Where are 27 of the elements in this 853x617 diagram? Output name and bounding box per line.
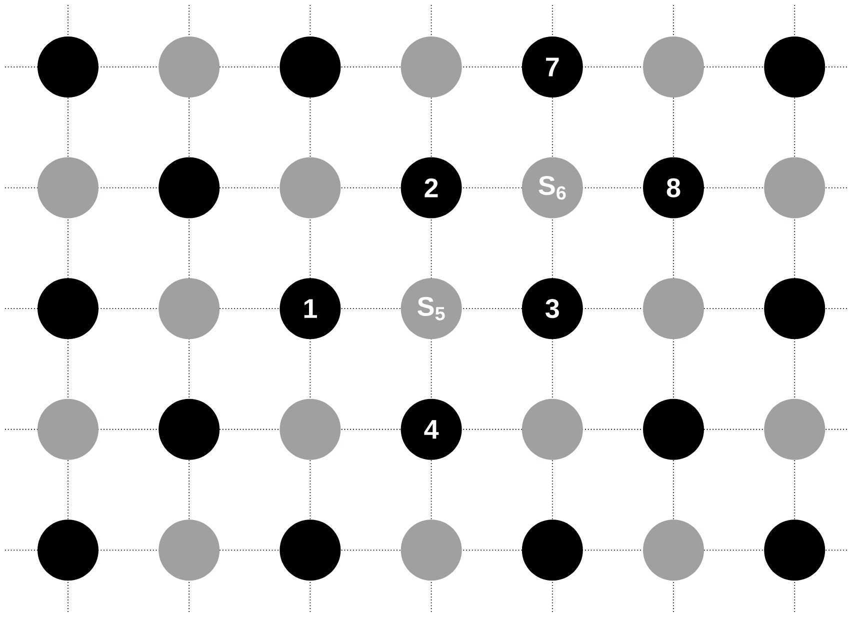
dot: [400, 520, 462, 581]
dot: [38, 36, 98, 98]
dot: [643, 278, 704, 340]
dot: [38, 520, 98, 581]
dot: [522, 398, 583, 460]
dot: [643, 36, 704, 98]
dot: [280, 157, 341, 218]
dot: [158, 398, 220, 460]
dot: [38, 157, 98, 218]
dot: [158, 157, 220, 218]
dot: [158, 36, 220, 98]
dot: [764, 278, 826, 340]
dot: [522, 520, 583, 581]
dot: [38, 278, 98, 340]
dot: [764, 157, 826, 218]
dot: [158, 278, 220, 340]
dot: [280, 398, 341, 460]
dot: [400, 36, 462, 98]
dot: [158, 520, 220, 581]
dot: [643, 520, 704, 581]
dot: [764, 36, 826, 98]
dot: [280, 520, 341, 581]
dot: [38, 398, 98, 460]
dot: [643, 398, 704, 460]
dot: [764, 520, 826, 581]
dot: [764, 398, 826, 460]
dot: [280, 36, 341, 98]
